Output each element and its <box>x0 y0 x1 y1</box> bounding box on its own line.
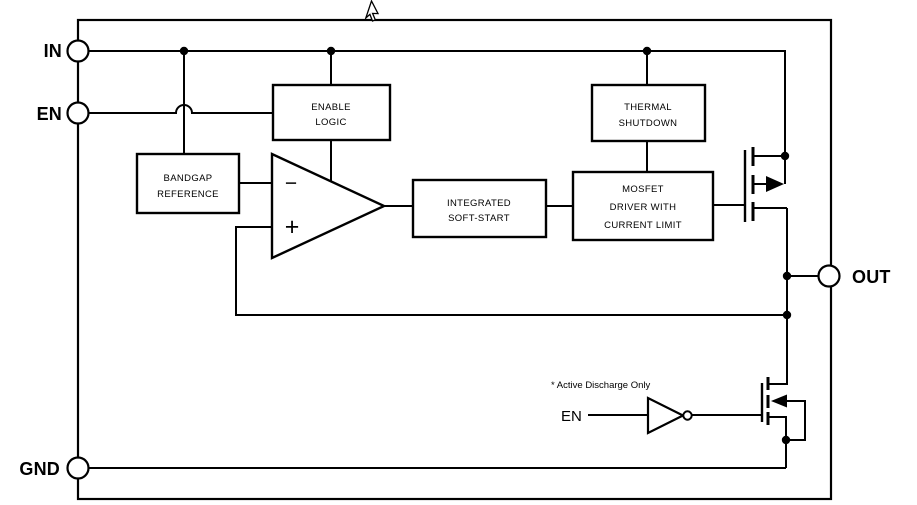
junction-dot <box>642 46 652 56</box>
wires <box>89 50 819 469</box>
wire-in-rail <box>89 50 786 184</box>
noninverting-input-symbol: + <box>285 213 300 241</box>
thermal-shutdown-block <box>590 83 707 143</box>
out-pin <box>817 264 841 288</box>
mosfet-driver-label-3: CURRENT LIMIT <box>604 220 682 231</box>
enable-logic-block <box>271 83 392 142</box>
inverter-bubble <box>682 410 693 421</box>
in-pin-label: IN <box>44 41 62 61</box>
en-pin <box>66 101 90 125</box>
integrated-soft-start-block <box>411 178 548 239</box>
function-blocks: ENABLE LOGIC BANDGAP REFERENCE THERMAL S… <box>135 83 715 242</box>
error-amplifier-triangle <box>270 152 387 260</box>
en-pin-label: EN <box>37 104 62 124</box>
discharge-mosfet <box>760 377 806 468</box>
bandgap-reference-block <box>135 152 241 215</box>
junction-dot <box>179 46 189 56</box>
pass-mosfet-body-arrow <box>766 176 784 192</box>
gnd-pin-label: GND <box>19 459 60 479</box>
pass-mosfet <box>743 147 787 222</box>
thermal-label-1: THERMAL <box>624 102 672 113</box>
mosfet-driver-label-1: MOSFET <box>622 184 664 195</box>
inverter-triangle <box>646 396 686 435</box>
soft-start-label-1: INTEGRATED <box>447 198 511 209</box>
discharge-mosfet-body-tie <box>786 400 806 441</box>
device-boundary <box>76 18 833 501</box>
inverting-input-symbol: − <box>285 172 297 195</box>
annotations: * Active Discharge Only EN <box>551 380 651 425</box>
junction-dot <box>326 46 336 56</box>
wire-feedback <box>235 226 787 316</box>
pins: IN EN GND OUT <box>19 39 891 480</box>
enable-logic-label-1: ENABLE <box>311 102 351 113</box>
soft-start-label-2: SOFT-START <box>448 213 510 224</box>
bandgap-label-2: REFERENCE <box>157 189 219 200</box>
error-amplifier: − + <box>270 152 387 260</box>
junction-dot <box>780 151 790 161</box>
gnd-pin <box>66 456 90 480</box>
bandgap-label-1: BANDGAP <box>164 173 213 184</box>
mouse-cursor-icon <box>364 0 380 22</box>
wire-out-node <box>768 208 788 385</box>
enable-logic-label-2: LOGIC <box>315 117 346 128</box>
junction-dots <box>179 46 792 445</box>
junction-dot <box>781 435 791 445</box>
mosfet-driver-label-2: DRIVER WITH <box>610 202 677 213</box>
in-pin <box>66 39 90 63</box>
thermal-label-2: SHUTDOWN <box>619 118 678 129</box>
discharge-mosfet-body-arrow <box>771 394 787 408</box>
junction-dot <box>782 310 792 320</box>
out-pin-label: OUT <box>852 267 891 287</box>
wire-en-with-hop <box>89 104 273 114</box>
discharge-en-label: EN <box>561 408 582 425</box>
mosfet-driver-block <box>571 170 715 242</box>
inverter <box>646 396 693 435</box>
active-discharge-note: * Active Discharge Only <box>551 380 651 391</box>
discharge-mosfet-source-stub <box>768 416 787 468</box>
junction-dot <box>782 271 792 281</box>
